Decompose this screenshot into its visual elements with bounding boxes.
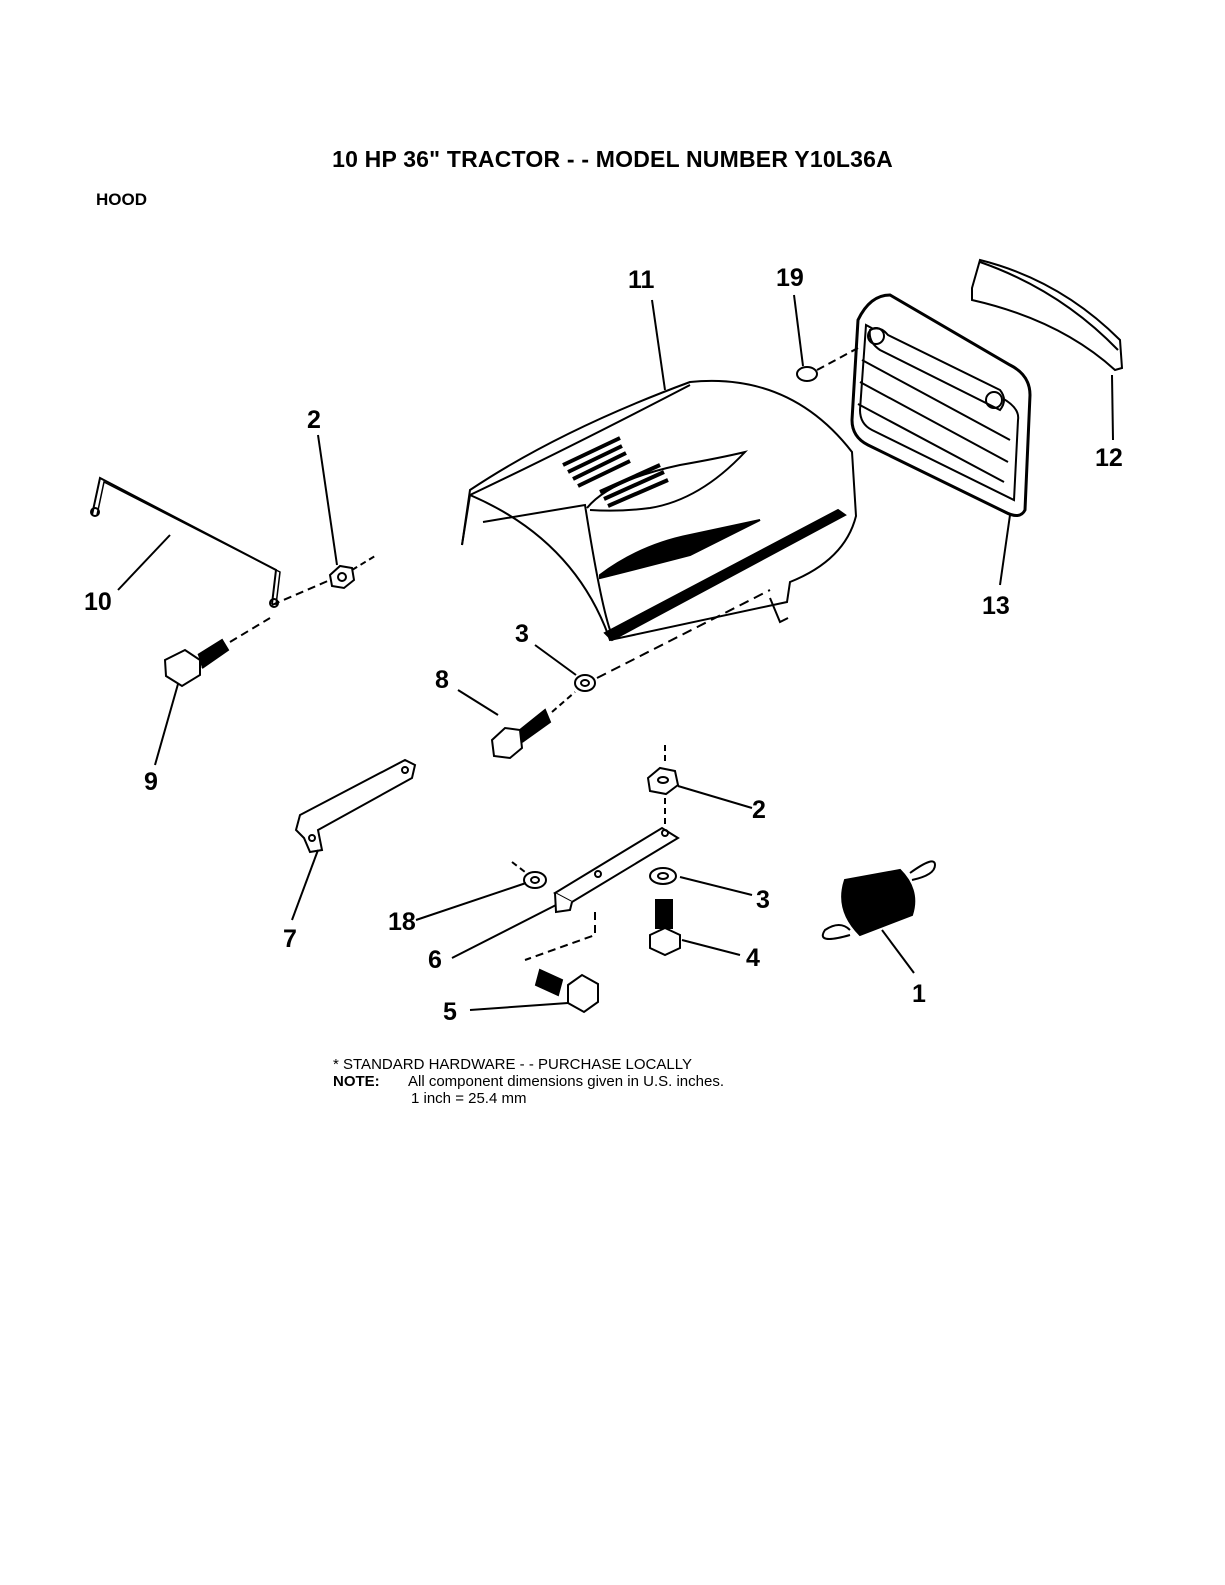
nut-part-lower (648, 745, 678, 825)
bolt-part-4 (650, 900, 680, 955)
grille-part (852, 295, 1030, 516)
callout-12: 12 (1095, 444, 1123, 472)
callout-19: 19 (776, 264, 804, 292)
callout-2-upper: 2 (307, 406, 321, 434)
note-text: All component dimensions given in U.S. i… (408, 1073, 724, 1090)
callout-3-upper: 3 (515, 620, 529, 648)
callout-4: 4 (746, 944, 760, 972)
trim-part (972, 260, 1122, 370)
callout-11: 11 (628, 266, 655, 294)
callout-9: 9 (144, 768, 158, 796)
bolt-part-8 (492, 692, 575, 758)
bracket-part-7 (296, 760, 415, 852)
conversion-note: 1 inch = 25.4 mm (333, 1090, 724, 1107)
callout-13: 13 (982, 592, 1010, 620)
callout-10: 10 (84, 588, 112, 616)
callout-7: 7 (283, 925, 297, 953)
note-label: NOTE: (333, 1073, 408, 1090)
standard-hardware-note: * STANDARD HARDWARE - - PURCHASE LOCALLY (333, 1056, 724, 1073)
callout-6: 6 (428, 946, 442, 974)
callout-3-lower: 3 (756, 886, 770, 914)
nut-part-upper (272, 556, 375, 605)
plug-part (797, 348, 858, 381)
callout-5: 5 (443, 998, 457, 1026)
callout-18: 18 (388, 908, 416, 936)
footer-notes: * STANDARD HARDWARE - - PURCHASE LOCALLY… (333, 1056, 724, 1107)
bolt-part-9 (165, 618, 270, 686)
washer-part-18 (512, 862, 546, 888)
callout-2-lower: 2 (752, 796, 766, 824)
callout-8: 8 (435, 666, 449, 694)
dimension-note: NOTE: All component dimensions given in … (333, 1073, 724, 1090)
bolt-part-5 (525, 912, 598, 1012)
callout-1: 1 (912, 980, 926, 1008)
hood-part (462, 381, 856, 640)
spring-part (823, 861, 935, 939)
washer-part-lower (650, 868, 676, 884)
